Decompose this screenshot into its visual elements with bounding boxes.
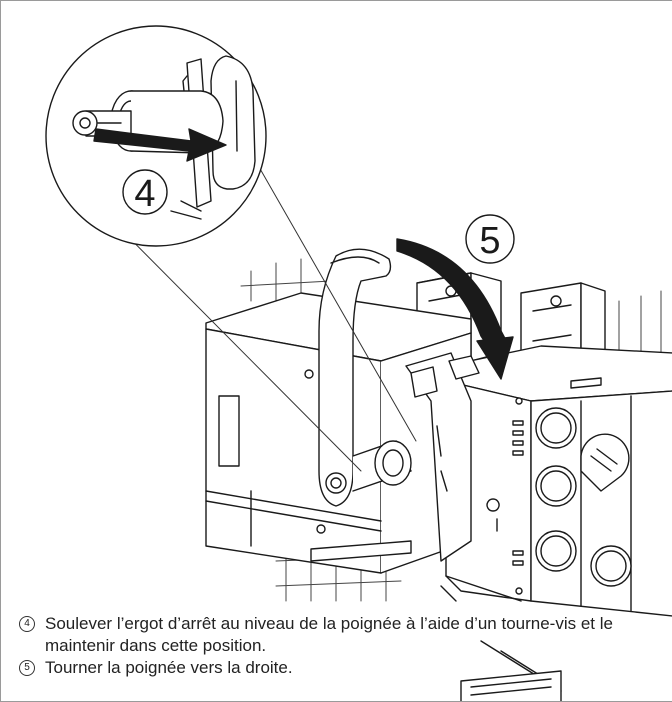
step-number-badge: 5 (19, 660, 35, 676)
magnifier-detail: 4 (45, 25, 267, 247)
step-number-badge: 4 (19, 616, 35, 632)
callout-circle-5 (465, 214, 515, 264)
instruction-steps: 4 Soulever l’ergot d’arrêt au niveau de … (19, 613, 669, 679)
callout-label-detail: 4 (134, 173, 155, 215)
rotation-arrow (396, 238, 514, 380)
callout-label-rotation: 5 (479, 220, 500, 262)
handle (318, 248, 412, 507)
rail-bottom (460, 670, 562, 701)
latch-hinge (405, 352, 480, 562)
step-text: Soulever l’ergot d’arrêt au niveau de la… (45, 614, 613, 655)
step-item: 5 Tourner la poignée vers la droite. (19, 657, 669, 679)
step-item: 4 Soulever l’ergot d’arrêt au niveau de … (19, 613, 669, 657)
step-text: Tourner la poignée vers la droite. (45, 658, 293, 677)
